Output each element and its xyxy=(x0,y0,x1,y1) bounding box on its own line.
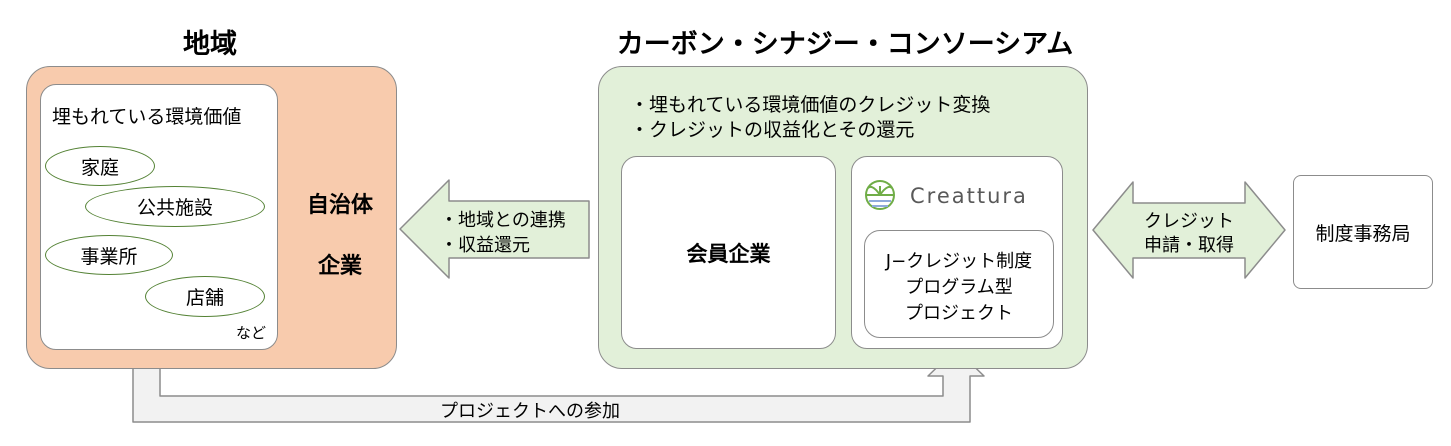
member-companies-box: 会員企業 xyxy=(621,156,836,349)
project-line-1: J−クレジット制度 xyxy=(885,251,1033,272)
region-title: 地域 xyxy=(183,29,237,60)
collaboration-line-1: ・地域との連携 xyxy=(440,210,566,231)
consortium-title: カーボン・シナジー・コンソーシアム xyxy=(616,29,1074,60)
secretariat-box: 制度事務局 xyxy=(1293,175,1433,289)
project-line-2: プログラム型 xyxy=(905,277,1013,298)
collaboration-arrow xyxy=(399,179,590,279)
consortium-bullet-1: ・埋もれている環境価値のクレジット変換 xyxy=(630,94,991,116)
credit-application-arrow xyxy=(1092,181,1286,279)
credit-line-2: 申請・取得 xyxy=(1144,235,1234,256)
consortium-bullet-2: ・クレジットの収益化とその還元 xyxy=(630,119,915,141)
creattura-logo-text: Creattura xyxy=(910,184,1028,208)
participation-label: プロジェクトへの参加 xyxy=(440,401,620,422)
project-box xyxy=(864,230,1054,338)
actor-municipality: 自治体 xyxy=(306,193,373,218)
ellipse-household: 家庭 xyxy=(45,146,155,186)
hidden-value-title: 埋もれている環境価値 xyxy=(52,106,242,128)
collaboration-line-2: ・収益還元 xyxy=(440,235,530,256)
actor-company: 企業 xyxy=(317,254,362,279)
ellipse-store: 店舗 xyxy=(145,276,265,317)
etc-label: など xyxy=(236,324,267,342)
ellipse-public-facility: 公共施設 xyxy=(85,186,265,227)
project-line-3: プロジェクト xyxy=(905,303,1013,324)
credit-line-1: クレジット xyxy=(1144,211,1234,232)
ellipse-office: 事業所 xyxy=(45,235,173,275)
